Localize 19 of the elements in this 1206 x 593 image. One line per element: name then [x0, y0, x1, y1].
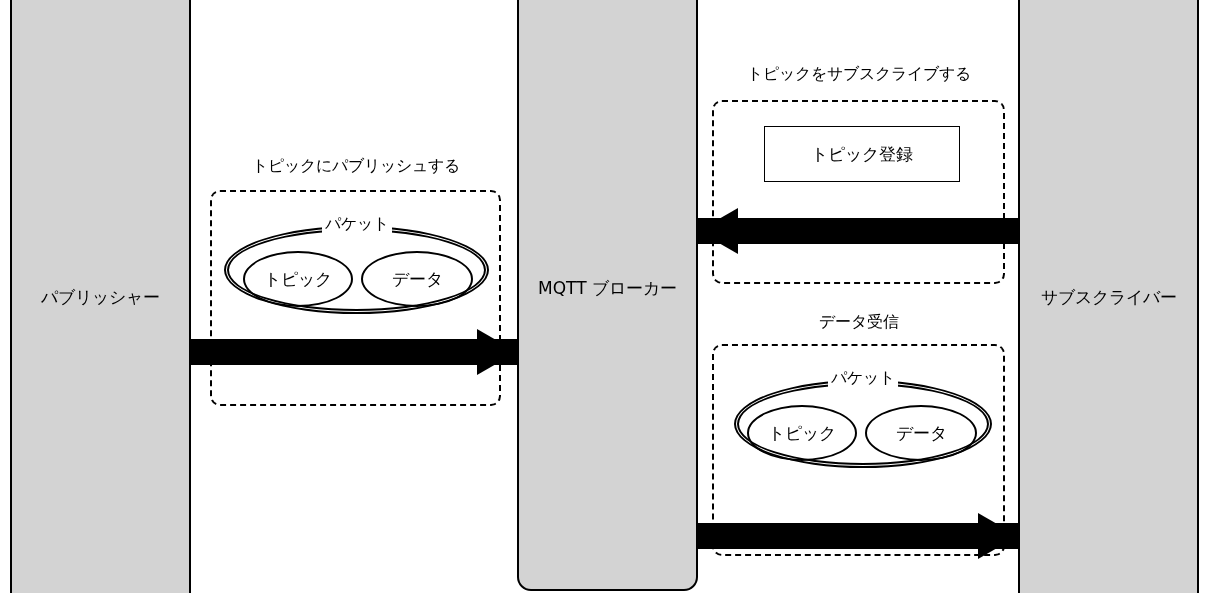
arrow [698, 513, 1018, 559]
field-ellipse: トピック [243, 251, 353, 307]
packet-label: パケット [321, 214, 392, 235]
group-heading: トピックをサブスクライブする [745, 64, 972, 85]
broker-column [517, 0, 698, 591]
field-ellipse: データ [361, 251, 473, 307]
client-column [10, 0, 191, 593]
field-ellipse: データ [865, 405, 977, 461]
arrow [698, 208, 1018, 254]
column-label: パブリッシャー [41, 286, 160, 309]
arrow [191, 329, 517, 375]
group-heading: トピックにパブリッシュする [250, 156, 461, 177]
group-heading: データ受信 [817, 312, 900, 333]
packet-label: パケット [828, 368, 898, 389]
client-column [1018, 0, 1199, 593]
column-label: MQTT ブローカー [538, 277, 677, 300]
field-ellipse: トピック [747, 405, 857, 461]
column-label: サブスクライバー [1040, 286, 1177, 309]
process-box: トピック登録 [764, 126, 960, 182]
